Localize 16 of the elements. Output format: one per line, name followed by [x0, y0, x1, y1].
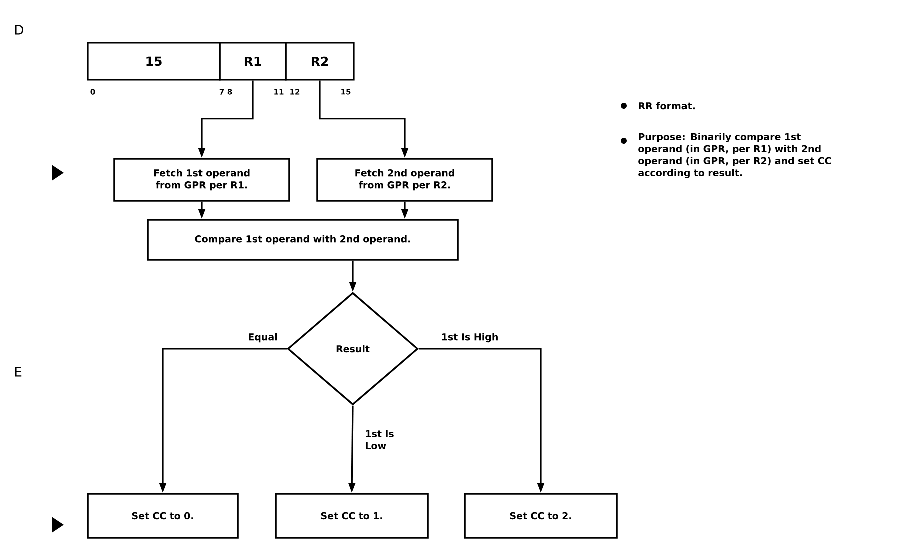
- format-field: R1: [219, 42, 287, 81]
- process-box: Compare 1st operand with 2nd operand.: [147, 219, 459, 261]
- edge-label: Equal: [249, 333, 278, 343]
- section-letter: E: [15, 367, 22, 377]
- note-text: RR format.: [639, 102, 695, 110]
- process-box: Fetch 2nd operand from GPR per R2.: [316, 158, 494, 202]
- edge-label: 1st Is High: [442, 333, 498, 343]
- edge-label: 1st Is Low: [366, 430, 394, 450]
- process-box: Set CC to 1.: [275, 493, 429, 539]
- section-letter: D: [15, 25, 24, 35]
- process-box: Fetch 1st operand from GPR per R1.: [114, 158, 290, 202]
- format-field: R2: [285, 42, 355, 81]
- format-field: 15: [87, 42, 221, 81]
- process-box: Set CC to 0.: [87, 493, 239, 539]
- process-box: Set CC to 2.: [464, 493, 618, 539]
- note-text: Purpose: Binarily compare 1st operand (in GPR, per R1) with 2nd operand (in GPR, per R2) and set CC according to result.: [638, 133, 832, 178]
